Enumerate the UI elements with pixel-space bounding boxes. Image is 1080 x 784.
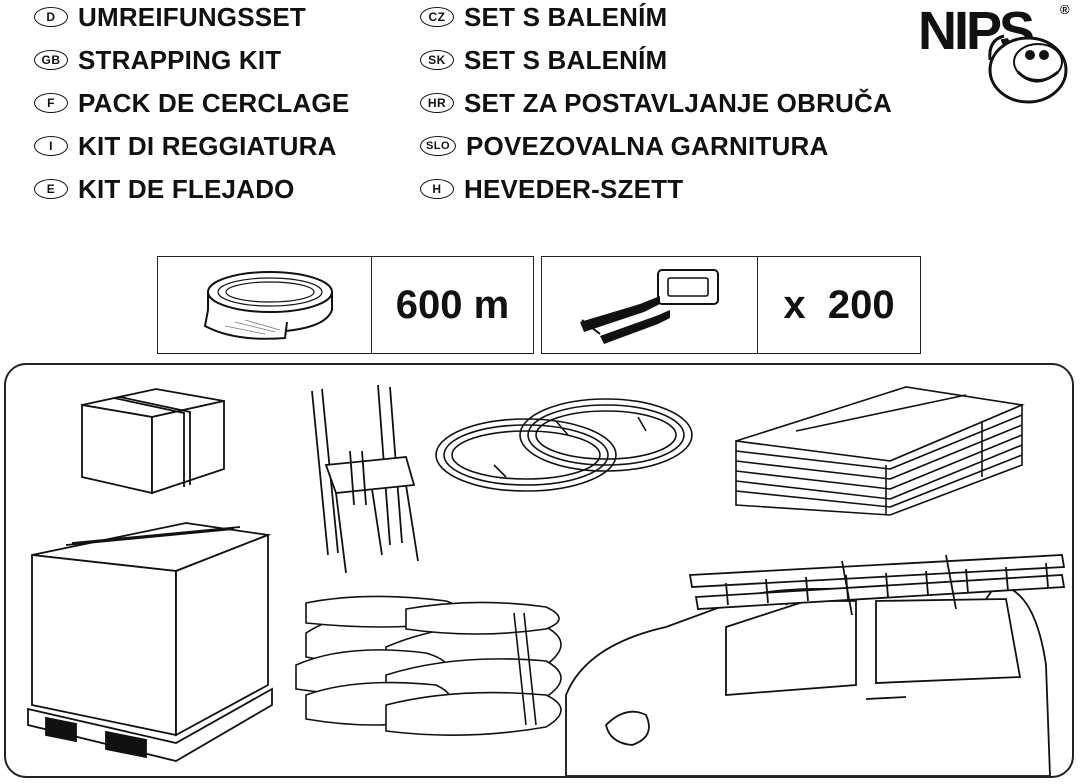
- lang-badge: SLO: [420, 136, 456, 156]
- usage-examples-panel: [4, 363, 1074, 778]
- product-title: KIT DE FLEJADO: [78, 173, 295, 204]
- lang-badge: CZ: [420, 7, 454, 27]
- product-title: POVEZOVALNA GARNITURA: [466, 130, 829, 161]
- strap-roll-icon: [203, 271, 333, 340]
- buckle-quantity: x 200: [783, 282, 895, 327]
- lang-badge: E: [34, 179, 68, 199]
- usage-illustrations: [27, 384, 1066, 776]
- lang-row-i: I KIT DI REGGIATURA: [34, 131, 337, 161]
- strapped-box-icon: [81, 388, 225, 495]
- strap-contents-box: 600 m: [157, 256, 534, 354]
- product-title: HEVEDER-SZETT: [464, 173, 684, 204]
- lang-row-d: D UMREIFUNGSSET: [34, 2, 306, 32]
- buckle-illustration: [542, 257, 758, 353]
- buckle-icon: [579, 269, 719, 344]
- strapped-pallet-icon: [27, 522, 273, 762]
- mascot-face-icon: [988, 34, 1068, 104]
- strapped-board-stack-icon: [735, 386, 1025, 516]
- logo-registered-mark: ®: [1060, 2, 1070, 17]
- car-with-roof-ladder-icon: [565, 554, 1066, 776]
- product-title: STRAPPING KIT: [78, 44, 282, 75]
- product-title: SET S BALENÍM: [464, 44, 668, 75]
- lang-row-e: E KIT DE FLEJADO: [34, 174, 295, 204]
- lang-row-slo: SLO POVEZOVALNA GARNITURA: [420, 131, 828, 161]
- buckle-quantity-cell: x 200: [758, 257, 920, 353]
- strap-quantity: 600 m: [395, 282, 510, 327]
- strapped-chairs-icon: [311, 384, 419, 574]
- product-title: SET S BALENÍM: [464, 1, 668, 32]
- lang-badge: H: [420, 179, 454, 199]
- buckle-contents-box: x 200: [541, 256, 921, 354]
- lang-row-cz: CZ SET S BALENÍM: [420, 2, 667, 32]
- brand-logo: NIPS ®: [918, 0, 1078, 110]
- product-title: UMREIFUNGSSET: [78, 1, 306, 32]
- lang-badge: SK: [420, 50, 454, 70]
- lang-badge: HR: [420, 93, 454, 113]
- strapped-sacks-icon: [295, 595, 562, 736]
- strap-illustration: [158, 257, 372, 353]
- lang-badge: F: [34, 93, 68, 113]
- product-title: KIT DI REGGIATURA: [78, 130, 337, 161]
- strapped-cable-coils-icon: [435, 398, 693, 492]
- lang-row-h: H HEVEDER-SZETT: [420, 174, 683, 204]
- lang-row-sk: SK SET S BALENÍM: [420, 45, 667, 75]
- lang-badge: I: [34, 136, 68, 156]
- lang-badge: D: [34, 7, 68, 27]
- lang-badge: GB: [34, 50, 68, 70]
- lang-row-gb: GB STRAPPING KIT: [34, 45, 281, 75]
- lang-row-f: F PACK DE CERCLAGE: [34, 88, 349, 118]
- product-title: PACK DE CERCLAGE: [78, 87, 350, 118]
- strap-quantity-cell: 600 m: [372, 257, 533, 353]
- lang-row-hr: HR SET ZA POSTAVLJANJE OBRUČA: [420, 88, 892, 118]
- product-title: SET ZA POSTAVLJANJE OBRUČA: [464, 87, 892, 118]
